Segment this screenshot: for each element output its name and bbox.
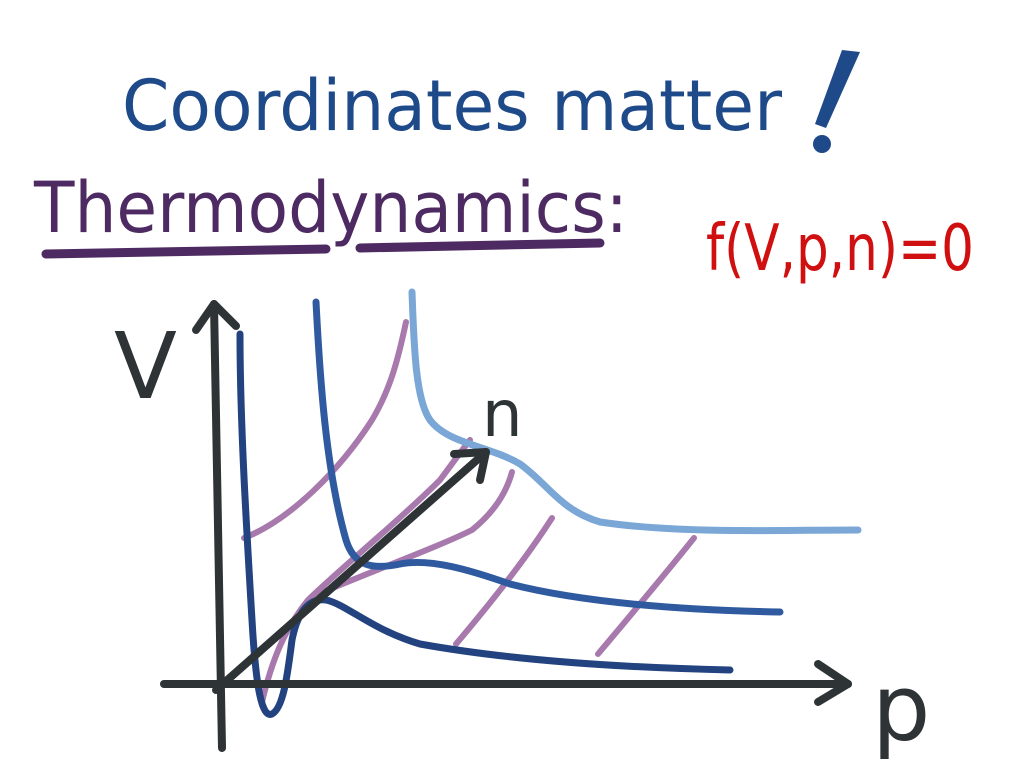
subtitle-underline	[41, 244, 331, 259]
pvn-diagram: V p n	[114, 288, 930, 762]
connector-curve-1	[241, 319, 409, 541]
axes	[160, 300, 852, 752]
subtitle-text: Thermodynamics:	[33, 167, 628, 249]
connector-curve-3	[315, 469, 515, 597]
vertical-axis-arrowhead	[192, 300, 240, 334]
horizontal-axis-arrowhead	[814, 660, 852, 706]
isotherm-light	[408, 288, 862, 535]
depth-axis-arrowhead	[450, 448, 490, 484]
isotherm-medium	[312, 298, 784, 616]
connector-curve-2	[259, 437, 473, 705]
headline-text: Coordinates matter	[122, 65, 782, 147]
vertical-axis	[210, 300, 226, 752]
axis-label-n: n	[482, 378, 523, 452]
subtitle-underline-2	[355, 238, 605, 253]
connector-curve-5	[595, 535, 697, 657]
equation-text: f(V,p,n)=0	[706, 212, 974, 286]
exclamation-mark	[813, 50, 860, 153]
axis-label-p: p	[872, 655, 930, 762]
axis-label-v: V	[114, 313, 177, 420]
connector-curves	[241, 319, 697, 705]
isotherm-dark	[236, 330, 734, 718]
depth-axis	[212, 448, 490, 694]
